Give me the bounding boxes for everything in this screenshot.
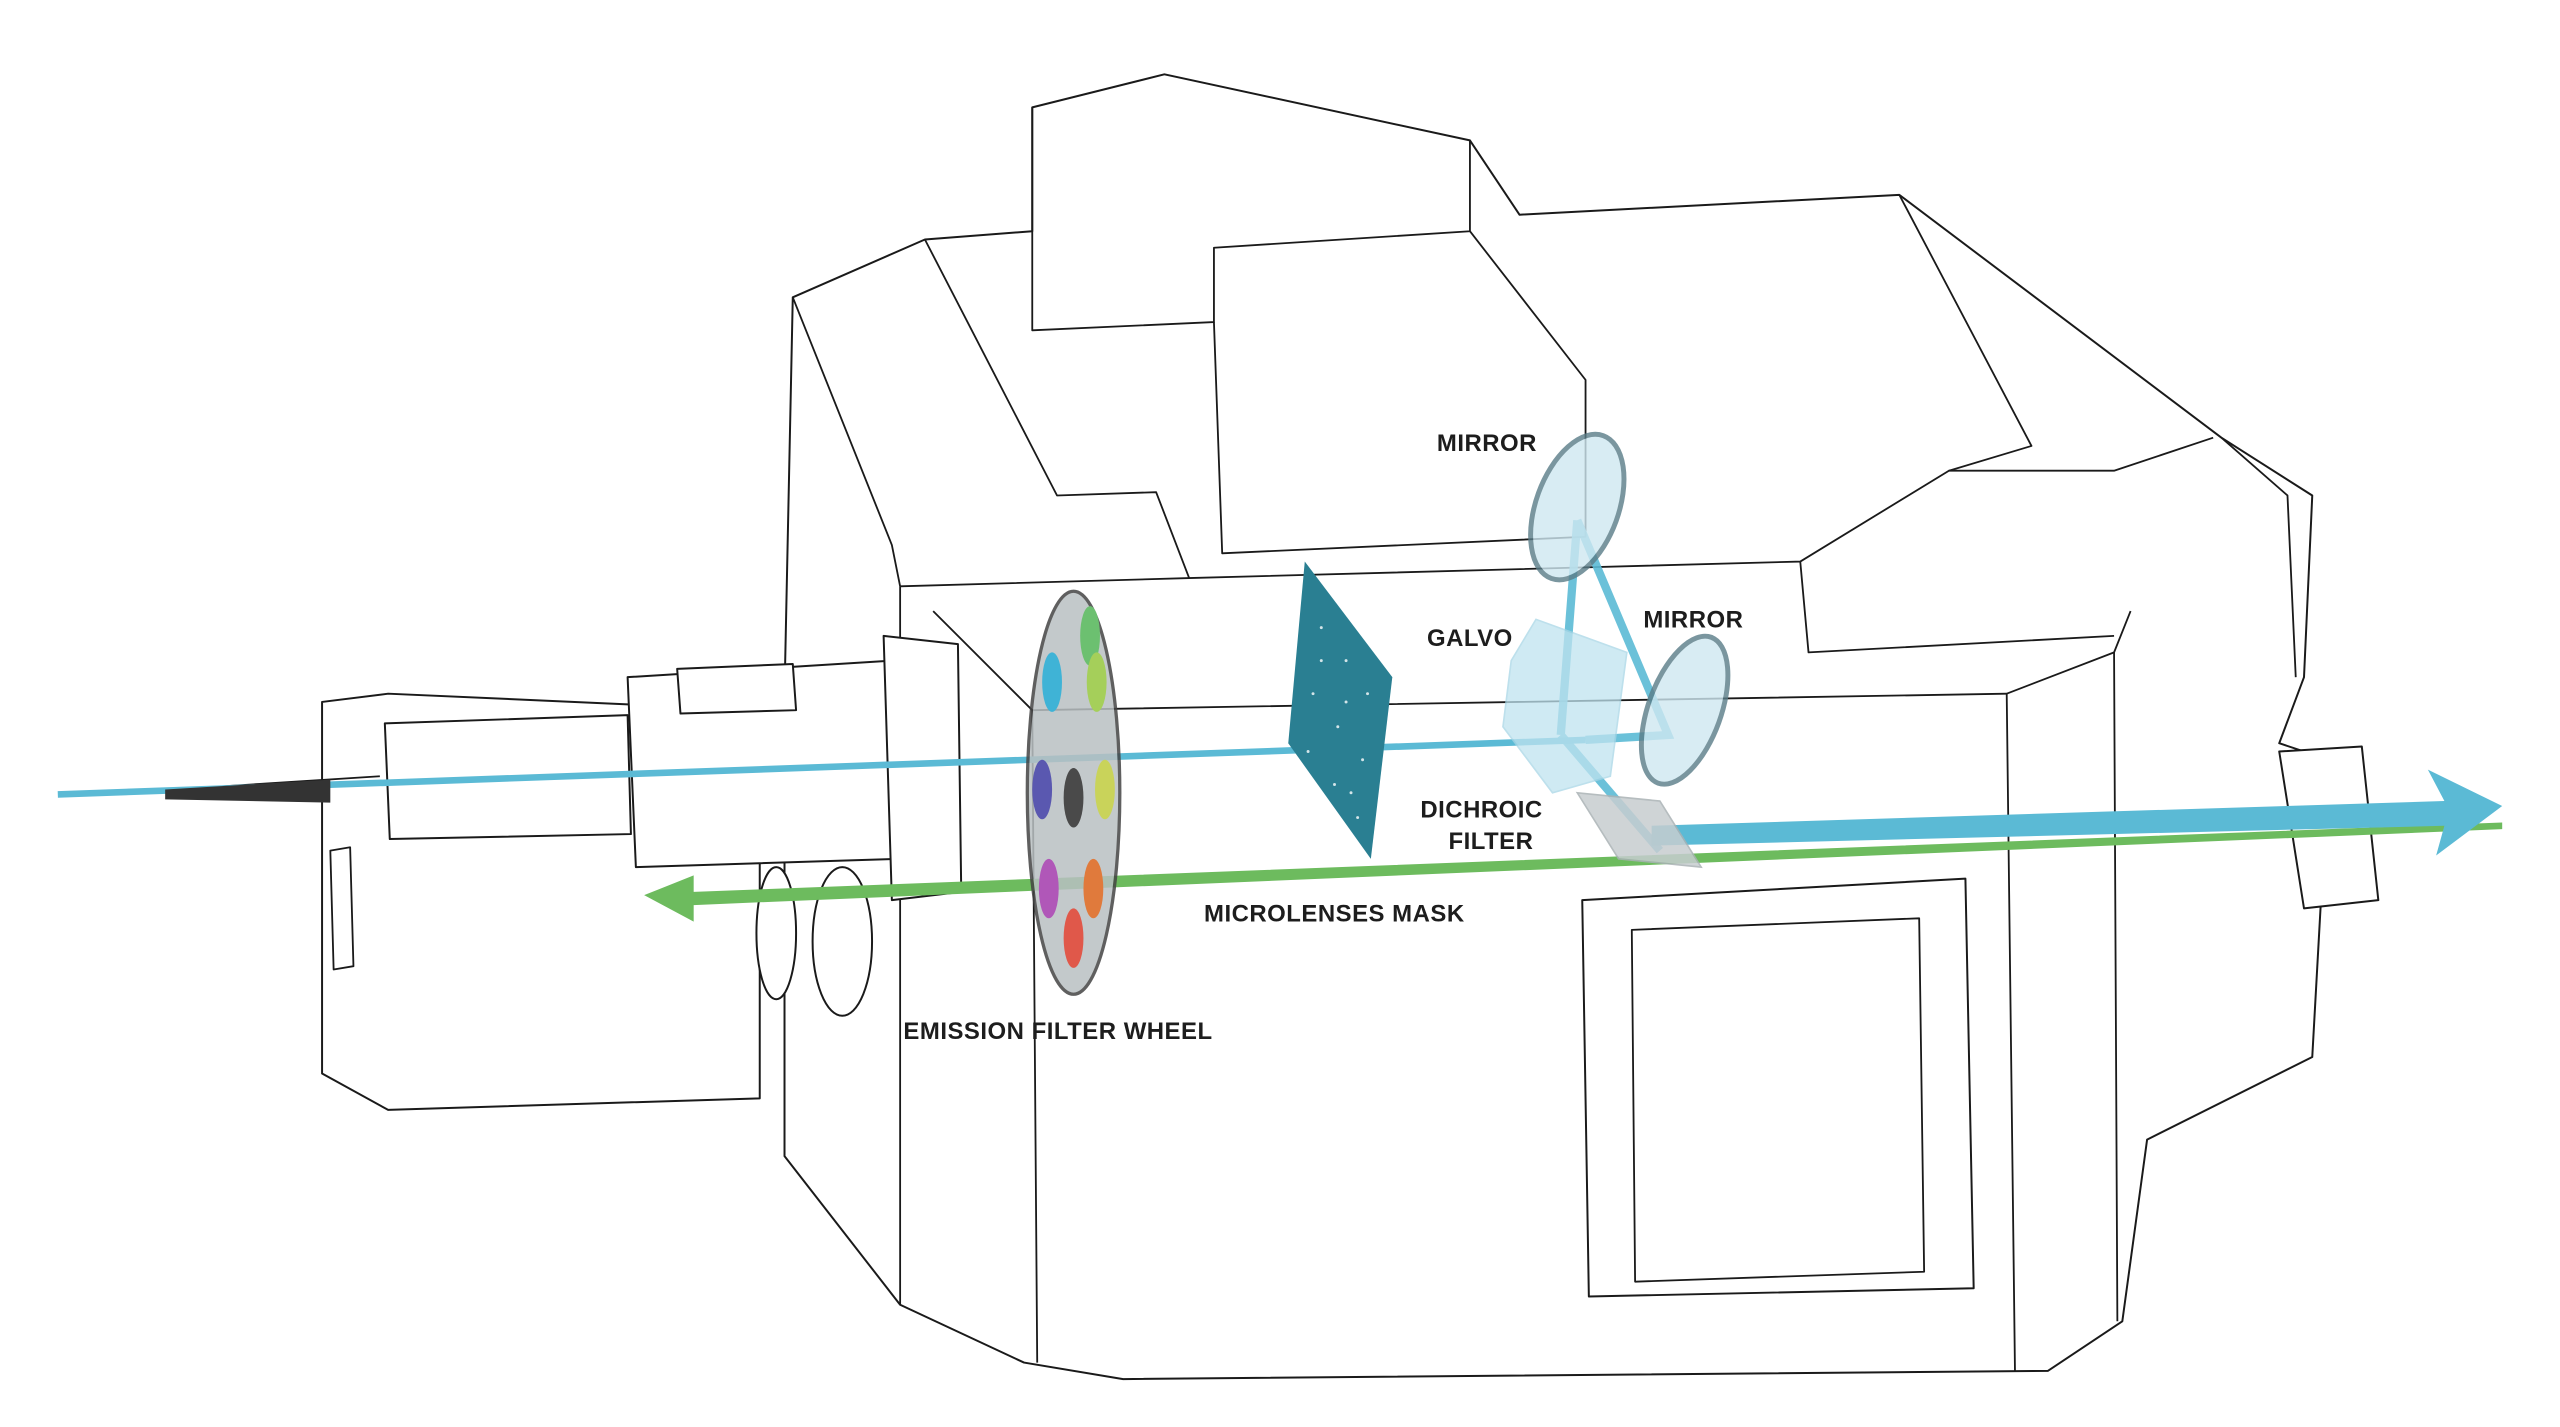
label-galvo: GALVO — [1427, 625, 1513, 652]
label-dichroic: DICHROIC — [1420, 797, 1542, 824]
microlenses-mask — [1288, 561, 1393, 859]
galvo — [1502, 618, 1628, 794]
dichroic-filter — [1575, 791, 1703, 869]
emission-filter-wheel — [1025, 589, 1122, 996]
label-filter: FILTER — [1448, 828, 1533, 855]
label-emission-filter-wheel: EMISSION FILTER WHEEL — [903, 1018, 1212, 1045]
label-mirror-top: MIRROR — [1437, 430, 1537, 457]
label-microlenses-mask: MICROLENSES MASK — [1204, 901, 1465, 928]
fiber-connector — [165, 779, 331, 803]
mirror-top — [1528, 431, 1627, 583]
emission-beam-arrow — [644, 822, 2503, 922]
excitation-beam-output-arrow — [1651, 769, 2503, 856]
label-mirror-right: MIRROR — [1643, 607, 1743, 634]
mirror-right — [1638, 633, 1731, 787]
